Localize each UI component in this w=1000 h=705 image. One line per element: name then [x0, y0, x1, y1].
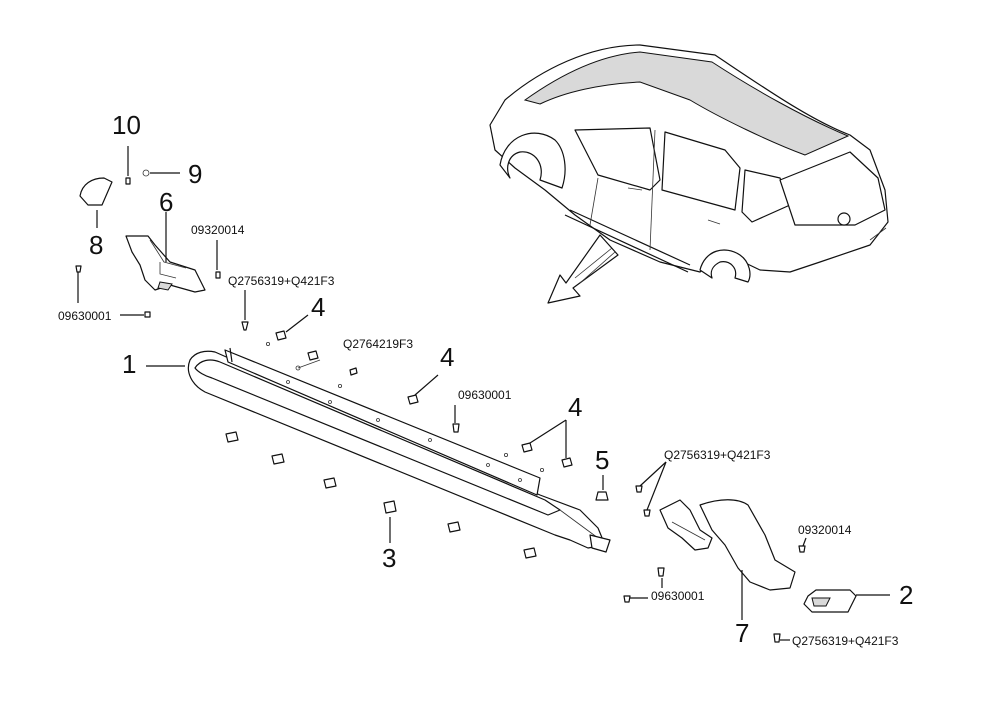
lower-clips [225, 431, 537, 559]
callout-numbers: 1 2 3 4 4 4 5 6 7 8 9 10 [89, 110, 913, 648]
car-illustration [489, 44, 889, 304]
upper-clips [265, 330, 573, 472]
code-q2764219: Q2764219F3 [343, 337, 413, 351]
part-code-labels: 09320014 Q2756319+Q421F3 09630001 Q27642… [58, 223, 899, 648]
callout-4-right: 4 [568, 392, 582, 422]
code-09630001-front: 09630001 [58, 309, 112, 323]
callout-3: 3 [382, 543, 396, 573]
direction-arrow [547, 234, 619, 304]
code-q2756319-bottom: Q2756319+Q421F3 [792, 634, 899, 648]
code-09630001-middle: 09630001 [458, 388, 512, 402]
callout-4-middle: 4 [440, 342, 454, 372]
screws [75, 169, 806, 643]
front-mud-guard [79, 177, 206, 293]
callout-4-left: 4 [311, 292, 325, 322]
rear-mud-guard [659, 499, 796, 591]
code-09320014-rear: 09320014 [798, 523, 852, 537]
callout-10: 10 [112, 110, 141, 140]
side-sill-panel [187, 347, 611, 553]
callout-7: 7 [735, 618, 749, 648]
callout-6: 6 [159, 187, 173, 217]
code-q2756319-front: Q2756319+Q421F3 [228, 274, 335, 288]
callout-1: 1 [122, 349, 136, 379]
callout-8: 8 [89, 230, 103, 260]
callout-2: 2 [899, 580, 913, 610]
callout-9: 9 [188, 159, 202, 189]
rear-bracket [803, 589, 857, 613]
callout-5: 5 [595, 445, 609, 475]
code-q2756319-rear: Q2756319+Q421F3 [664, 448, 771, 462]
leader-lines [77, 146, 890, 641]
code-09630001-rear: 09630001 [651, 589, 705, 603]
code-09320014-front: 09320014 [191, 223, 245, 237]
